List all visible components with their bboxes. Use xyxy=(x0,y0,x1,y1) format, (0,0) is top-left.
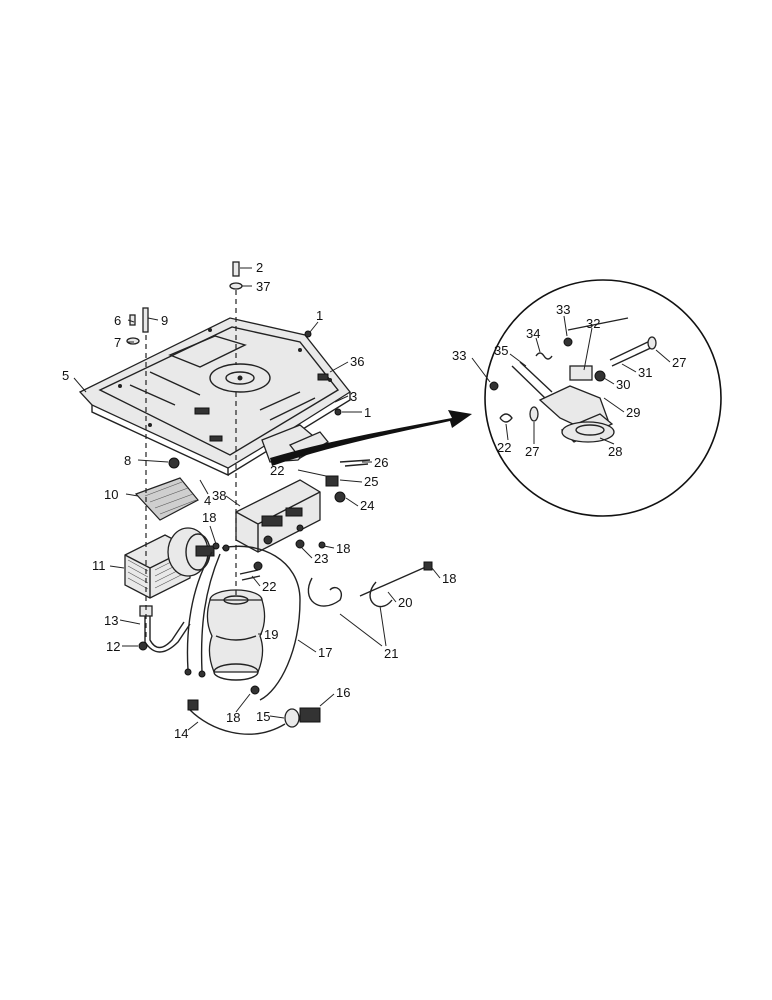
callout-38: 38 xyxy=(212,488,226,503)
callout-labels: 1 2 37 6 9 7 5 36 3 1 8 10 4 38 22 26 25… xyxy=(62,260,686,741)
leader-lines xyxy=(73,267,671,731)
callout-26: 26 xyxy=(374,455,388,470)
callout-8: 8 xyxy=(124,453,131,468)
callout-37: 37 xyxy=(256,279,270,294)
control-valve-body xyxy=(235,479,321,553)
callout-22: 22 xyxy=(262,579,276,594)
mounting-bracket xyxy=(138,605,191,653)
callout-18: 18 xyxy=(336,541,350,556)
air-spring-bellows xyxy=(206,589,266,695)
seat-base-plate xyxy=(78,317,351,477)
callout-12: 12 xyxy=(106,639,120,654)
callout-30: 30 xyxy=(616,377,630,392)
callout-25: 25 xyxy=(364,474,378,489)
callout-6: 6 xyxy=(114,313,121,328)
callout-15: 15 xyxy=(256,709,270,724)
callout-20: 20 xyxy=(398,595,412,610)
callout-28: 28 xyxy=(608,444,622,459)
callout-18: 18 xyxy=(226,710,240,725)
callout-18: 18 xyxy=(442,571,456,586)
callout-22: 22 xyxy=(270,463,284,478)
callout-32: 32 xyxy=(586,316,600,331)
detail-view xyxy=(484,279,722,517)
callout-29: 29 xyxy=(626,405,640,420)
callout-27: 27 xyxy=(672,355,686,370)
callout-33: 33 xyxy=(452,348,466,363)
callout-21: 21 xyxy=(384,646,398,661)
callout-19: 19 xyxy=(264,627,278,642)
gasket-pad xyxy=(134,477,199,521)
callout-27: 27 xyxy=(525,444,539,459)
callout-16: 16 xyxy=(336,685,350,700)
callout-17: 17 xyxy=(318,645,332,660)
callout-35: 35 xyxy=(494,343,508,358)
callout-1: 1 xyxy=(316,308,323,323)
callout-13: 13 xyxy=(104,613,118,628)
detail-arrow xyxy=(270,410,472,466)
callout-10: 10 xyxy=(104,487,118,502)
callout-24: 24 xyxy=(360,498,374,513)
callout-22: 22 xyxy=(497,440,511,455)
callout-3: 3 xyxy=(350,389,357,404)
callout-34: 34 xyxy=(526,326,540,341)
air-hoses xyxy=(184,545,433,735)
callout-31: 31 xyxy=(638,365,652,380)
callout-4: 4 xyxy=(204,493,211,508)
assembly-center-lines xyxy=(145,290,237,640)
callout-7: 7 xyxy=(114,335,121,350)
callout-14: 14 xyxy=(174,726,188,741)
callout-1: 1 xyxy=(364,405,371,420)
callout-5: 5 xyxy=(62,368,69,383)
callout-36: 36 xyxy=(350,354,364,369)
compressor-assembly xyxy=(124,527,215,599)
callout-18: 18 xyxy=(202,510,216,525)
callout-23: 23 xyxy=(314,551,328,566)
callout-11: 11 xyxy=(92,558,106,573)
callout-33: 33 xyxy=(556,302,570,317)
callout-9: 9 xyxy=(161,313,168,328)
callout-2: 2 xyxy=(256,260,263,275)
